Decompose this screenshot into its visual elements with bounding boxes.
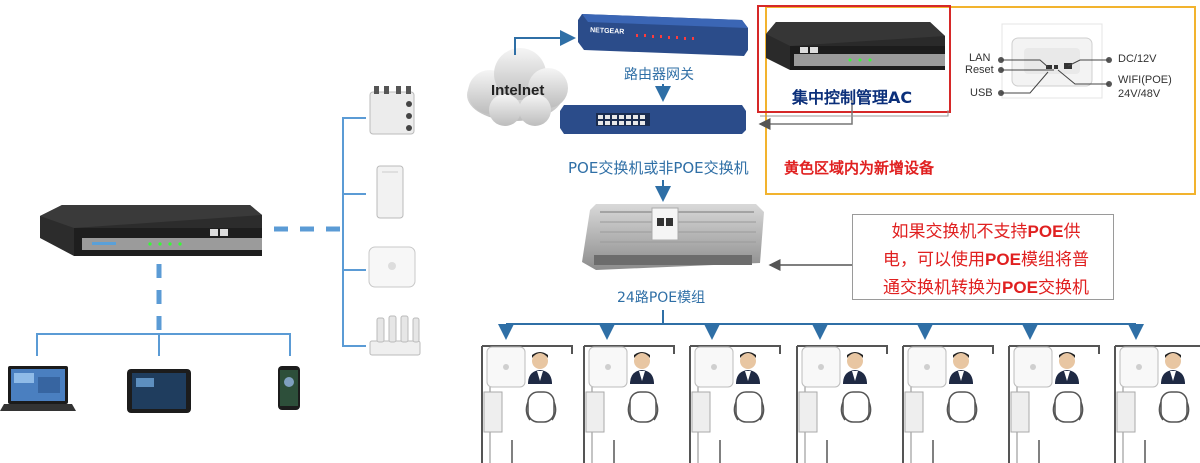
reset-port-label: Reset xyxy=(965,64,994,76)
chair-icon xyxy=(733,391,765,423)
phone-icon xyxy=(278,366,300,410)
workstation xyxy=(1114,345,1200,463)
router-gateway-device: NETGEAR xyxy=(578,14,748,56)
ac-controller-device xyxy=(766,22,945,70)
tablet-icon xyxy=(127,369,191,413)
new-devices-note: 黄色区域内为新增设备 xyxy=(784,159,935,177)
new-devices-yellow-frame xyxy=(765,6,1196,195)
client-distribution-lines xyxy=(36,333,291,356)
workstation xyxy=(689,345,781,463)
ac-rear-panel-photo xyxy=(1001,23,1103,99)
workstation xyxy=(902,345,994,463)
poe-module-device xyxy=(582,204,764,270)
poe-switch-device xyxy=(560,105,746,134)
person-icon xyxy=(1161,352,1185,384)
internet-cloud-icon xyxy=(467,48,568,126)
person-icon xyxy=(528,352,552,384)
ap-distribution-lines xyxy=(342,117,366,347)
switch-label: POE交换机或非POE交换机 xyxy=(568,159,749,177)
chair-icon xyxy=(525,391,557,423)
chair-icon xyxy=(1052,391,1084,423)
internet-label: Intelnet xyxy=(491,82,545,99)
usb-port-label: USB xyxy=(970,87,993,99)
ac-to-switch-line xyxy=(758,100,853,130)
poe-distribution-bus xyxy=(498,310,1144,340)
ac-port-leader-lines xyxy=(998,57,1112,96)
frame-to-switch-line xyxy=(760,110,949,117)
person-icon xyxy=(1055,352,1079,384)
chair-icon xyxy=(840,391,872,423)
chair-icon xyxy=(627,391,659,423)
router-gateway-label: 路由器网关 xyxy=(624,67,694,83)
office-workstations xyxy=(481,345,1200,463)
voltage-label: 24V/48V xyxy=(1118,88,1161,100)
ceiling-ap-icon xyxy=(368,246,416,288)
workstation xyxy=(1008,345,1100,463)
chair-icon xyxy=(946,391,978,423)
person-icon xyxy=(736,352,760,384)
ac-red-frame xyxy=(757,5,951,113)
cloud-to-router-line xyxy=(514,30,576,55)
person-icon xyxy=(843,352,867,384)
person-icon xyxy=(630,352,654,384)
router-brand-text: NETGEAR xyxy=(590,27,625,36)
wifi-poe-port-label: WIFI(POE) xyxy=(1118,74,1172,86)
poe-module-label: 24路POE模组 xyxy=(617,290,706,306)
left-controller xyxy=(40,205,262,256)
person-icon xyxy=(949,352,973,384)
workstation xyxy=(481,345,573,463)
workstation xyxy=(796,345,888,463)
chair-icon xyxy=(1158,391,1190,423)
poe-note-box xyxy=(852,214,1114,300)
panel-ap-icon xyxy=(376,165,404,219)
workstation xyxy=(583,345,675,463)
dc-power-label: DC/12V xyxy=(1118,53,1157,65)
ac-controller-label: 集中控制管理AC xyxy=(792,88,913,107)
poe-note-text: 如果交换机不支持POE供 电，可以使用POE模组将普 通交换机转换为POE交换机 xyxy=(883,222,1089,298)
desktop-router-icon xyxy=(369,315,421,356)
laptop-icon xyxy=(0,366,76,411)
lan-port-label: LAN xyxy=(969,52,991,64)
outdoor-ap-icon xyxy=(369,86,415,135)
